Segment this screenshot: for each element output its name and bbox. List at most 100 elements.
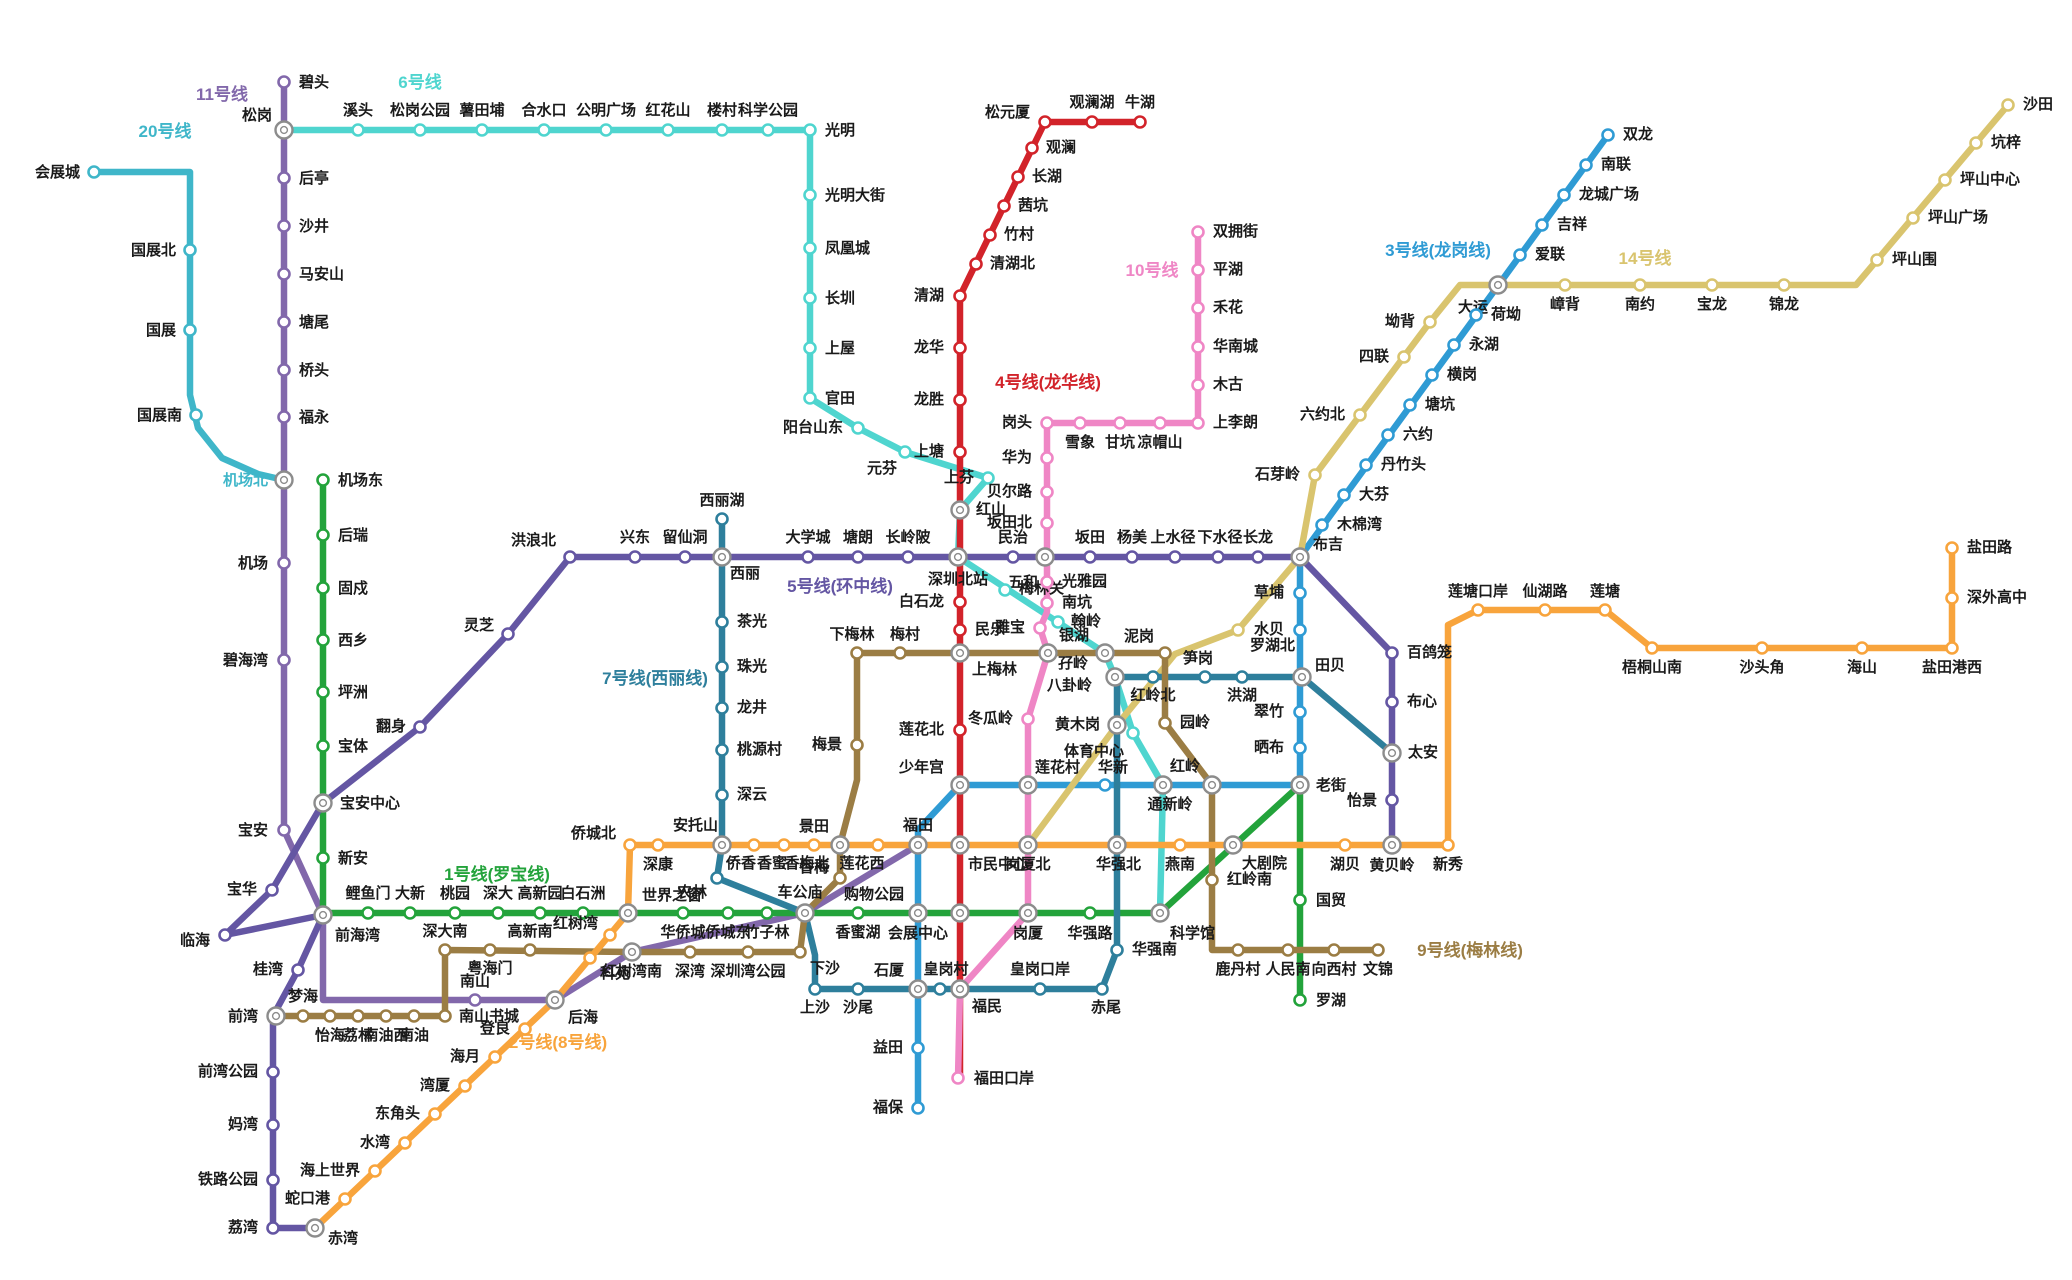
interchange-marker-icon	[1382, 835, 1402, 855]
station-label-红树湾: 红树湾	[553, 914, 598, 932]
station-下梅林: 下梅林	[829, 625, 875, 660]
station-桂湾: 桂湾	[252, 960, 305, 978]
station-华为: 华为	[1002, 448, 1054, 466]
station-marker-icon	[676, 906, 690, 920]
station-marker-icon	[911, 1101, 925, 1115]
station-label-光雅园: 光雅园	[1061, 572, 1107, 590]
station-label-龙胜: 龙胜	[913, 390, 944, 408]
station-label-桃源村: 桃源村	[737, 740, 782, 758]
station-label-坳背: 坳背	[1385, 312, 1415, 330]
station-label-深康: 深康	[643, 855, 674, 873]
station-label-深湾: 深湾	[675, 962, 705, 980]
station-label-八卦岭: 八卦岭	[1046, 676, 1092, 694]
station-marker-icon	[901, 550, 915, 564]
station-label-光明大街: 光明大街	[824, 186, 885, 204]
station-marker-icon	[1281, 943, 1295, 957]
station-label-华强北: 华强北	[1096, 855, 1141, 873]
station-marker-icon	[1338, 838, 1352, 852]
station-溪头: 溪头	[343, 101, 373, 137]
station-label-凉帽山: 凉帽山	[1137, 433, 1182, 451]
interchange-marker-icon	[950, 500, 970, 520]
station-label-香梅北: 香梅北	[784, 854, 829, 872]
station-marker-icon	[747, 838, 761, 852]
station-marker-icon	[338, 1192, 352, 1206]
station-label-怡景: 怡景	[1347, 791, 1377, 809]
station-label-沙田: 沙田	[2023, 96, 2053, 113]
station-label-皇岗口岸: 皇岗口岸	[1010, 960, 1070, 978]
station-marker-icon	[1153, 416, 1167, 430]
station-碧海湾: 碧海湾	[222, 651, 291, 669]
station-label-坪山中心: 坪山中心	[1960, 170, 2020, 188]
station-marker-icon	[1083, 906, 1097, 920]
station-marker-icon	[851, 982, 865, 996]
metro-logo-icon	[271, 1011, 281, 1021]
station-marker-icon	[850, 738, 864, 752]
station-marker-icon	[368, 1164, 382, 1178]
station-盐田路: 盐田路	[1945, 538, 2013, 556]
station-label-嶂背: 嶂背	[1550, 295, 1580, 313]
interchange-marker-icon	[1018, 775, 1038, 795]
station-marker-icon	[316, 633, 330, 647]
station-坳背: 坳背	[1385, 312, 1437, 330]
station-label-碧头: 碧头	[298, 73, 329, 91]
station-label-楼村: 楼村	[707, 101, 737, 119]
station-塘朗: 塘朗	[843, 528, 873, 564]
station-marker-icon	[413, 720, 427, 734]
station-label-莲花村: 莲花村	[1035, 758, 1080, 776]
metro-logo-icon	[1295, 552, 1305, 562]
station-label-泥岗: 泥岗	[1124, 627, 1154, 645]
station-横岗: 横岗	[1425, 365, 1477, 383]
station-marker-icon	[2001, 98, 2015, 112]
line-label-14号线: 14号线	[1619, 248, 1672, 268]
station-国贸: 国贸	[1293, 891, 1346, 909]
station-label-四联: 四联	[1359, 348, 1390, 365]
station-赤尾: 赤尾	[1091, 982, 1121, 1016]
station-label-华侨城: 华侨城	[660, 923, 705, 941]
station-登良: 登良	[479, 1019, 532, 1037]
station-label-百鸽笼: 百鸽笼	[1407, 643, 1452, 661]
station-label-长龙: 长龙	[1243, 528, 1273, 546]
station-marker-icon	[1040, 516, 1054, 530]
station-label-光明: 光明	[824, 121, 855, 139]
station-label-高新南: 高新南	[507, 922, 552, 940]
station-龙井: 龙井	[715, 698, 767, 716]
station-label-太安: 太安	[1408, 743, 1438, 761]
interchange-marker-icon	[313, 905, 333, 925]
station-元芬: 元芬	[867, 445, 912, 477]
interchange-marker-icon	[712, 547, 732, 567]
station-marker-icon	[715, 660, 729, 674]
station-购物公园: 购物公园	[844, 885, 928, 923]
station-marker-icon	[576, 906, 590, 920]
station-marker-icon	[1535, 218, 1549, 232]
interchange-marker-icon	[622, 942, 642, 962]
station-label-世界之窗: 世界之窗	[642, 886, 702, 904]
station-marker-icon	[438, 943, 452, 957]
station-marker-icon	[189, 408, 203, 422]
station-后亭: 后亭	[277, 169, 329, 187]
station-西丽湖: 西丽湖	[699, 492, 745, 526]
station-marker-icon	[296, 1009, 310, 1023]
station-marker-icon	[491, 906, 505, 920]
station-label-益田: 益田	[873, 1038, 903, 1056]
station-华侨城: 华侨城	[660, 906, 706, 941]
station-布吉: 布吉	[1290, 535, 1343, 567]
station-marker-icon	[741, 945, 755, 959]
station-label-下沙: 下沙	[810, 960, 840, 977]
station-岗头: 岗头	[1002, 413, 1054, 431]
station-marker-icon	[277, 267, 291, 281]
station-marker-icon	[1293, 893, 1307, 907]
interchange-marker-icon	[950, 903, 970, 923]
station-marker-icon	[1133, 115, 1147, 129]
station-机场北: 机场北	[223, 470, 294, 490]
metro-logo-icon	[955, 840, 965, 850]
station-marker-icon	[266, 1221, 280, 1235]
station-海上世界: 海上世界	[300, 1161, 382, 1179]
station-marker-icon	[398, 1136, 412, 1150]
station-label-观澜湖: 观澜湖	[1069, 93, 1114, 111]
line-label-7号线(西丽线): 7号线(西丽线)	[602, 668, 708, 688]
station-marker-icon	[1073, 416, 1087, 430]
station-莲花西: 莲花西	[839, 838, 885, 872]
station-世界之窗: 世界之窗	[618, 886, 702, 923]
station-鲤鱼门: 鲤鱼门	[344, 884, 391, 920]
station-吉祥: 吉祥	[1535, 215, 1587, 233]
